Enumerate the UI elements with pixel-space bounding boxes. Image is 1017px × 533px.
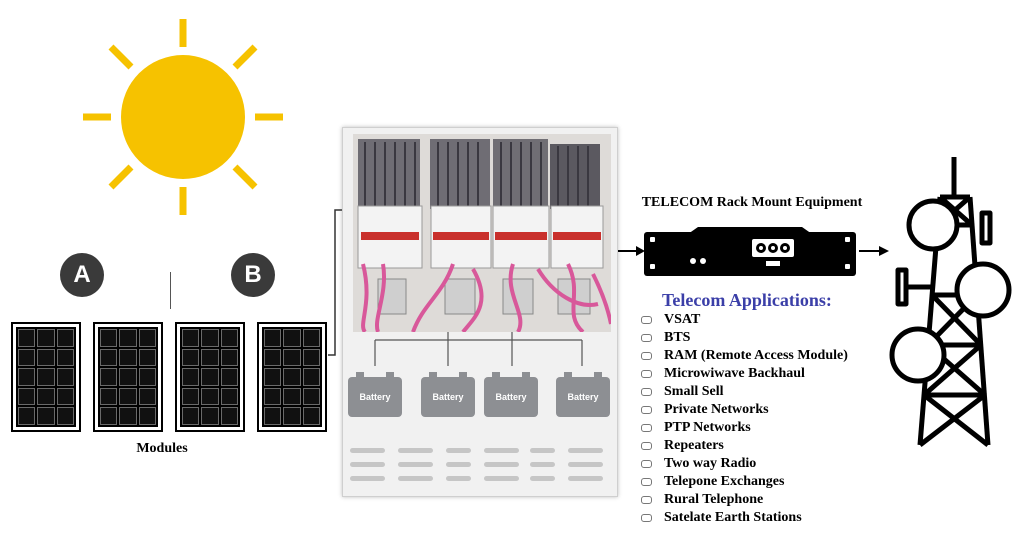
list-item: RAM (Remote Access Module) — [641, 347, 848, 365]
telecom-tower-icon — [888, 155, 1013, 447]
heatsink-fins — [358, 139, 600, 209]
bullet-icon — [641, 316, 652, 324]
bullet-icon — [641, 370, 652, 378]
telecom-applications-title: Telecom Applications: — [662, 290, 832, 311]
source-b-badge: B — [231, 253, 275, 297]
list-item: BTS — [641, 329, 848, 347]
bullet-icon — [641, 406, 652, 414]
solar-panel-2 — [93, 322, 163, 432]
bullet-icon — [641, 388, 652, 396]
list-item: Two way Radio — [641, 455, 848, 473]
source-a-badge: A — [60, 253, 104, 297]
battery-icon: Battery — [421, 377, 475, 417]
bullet-icon — [641, 442, 652, 450]
solar-panel-3 — [175, 322, 245, 432]
modules-label: Modules — [110, 441, 214, 457]
rack-equipment-icon — [644, 232, 856, 276]
bullet-icon — [641, 334, 652, 342]
controller-units — [358, 206, 603, 268]
list-item: PTP Networks — [641, 419, 848, 437]
list-item: Small Sell — [641, 383, 848, 401]
battery-bus-lines — [342, 332, 616, 382]
arrow-icon — [616, 244, 646, 258]
list-item: Repeaters — [641, 437, 848, 455]
solar-panel-1 — [11, 322, 81, 432]
bullet-icon — [641, 496, 652, 504]
battery-icon: Battery — [556, 377, 610, 417]
battery-icon: Battery — [348, 377, 402, 417]
rack-equipment-title: TELECOM Rack Mount Equipment — [622, 195, 882, 211]
solar-panel-4 — [257, 322, 327, 432]
bullet-icon — [641, 514, 652, 522]
battery-icon: Battery — [484, 377, 538, 417]
arrow-icon — [857, 244, 891, 258]
list-item: Microwiwave Backhaul — [641, 365, 848, 383]
telecom-applications-list: VSAT BTS RAM (Remote Access Module) Micr… — [641, 311, 848, 527]
bullet-icon — [641, 460, 652, 468]
sun-icon — [78, 14, 290, 222]
divider-line — [170, 272, 171, 309]
list-item: Rural Telephone — [641, 491, 848, 509]
bullet-icon — [641, 478, 652, 486]
charge-controller-photo — [353, 134, 611, 332]
list-item: Satelate Earth Stations — [641, 509, 848, 527]
list-item: Telepone Exchanges — [641, 473, 848, 491]
list-item: Private Networks — [641, 401, 848, 419]
list-item: VSAT — [641, 311, 848, 329]
bullet-icon — [641, 352, 652, 360]
bullet-icon — [641, 424, 652, 432]
